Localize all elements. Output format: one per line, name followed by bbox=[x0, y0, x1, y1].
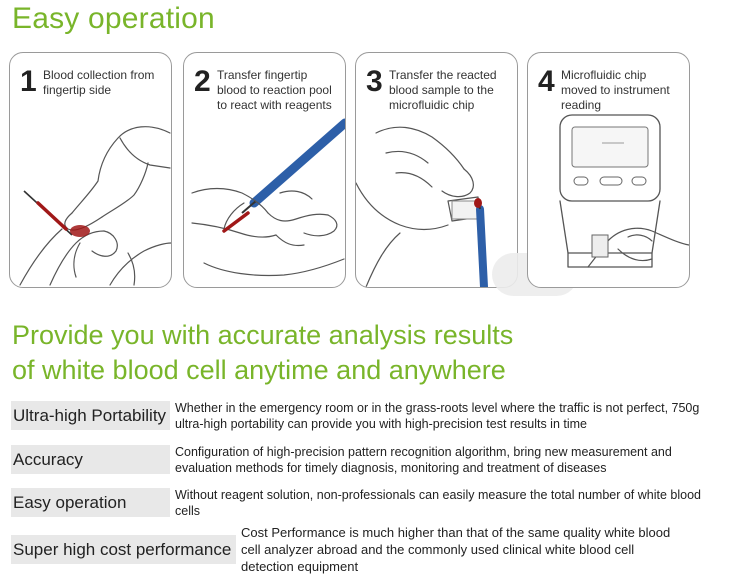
feature-label-easy-operation: Easy operation bbox=[11, 488, 170, 517]
step-description: Blood collection from fingertip side bbox=[43, 68, 155, 97]
headline: Provide you with accurate analysis resul… bbox=[12, 318, 513, 388]
step-card-3: 3 Transfer the reacted blood sample to t… bbox=[355, 52, 518, 288]
chip-loading-illustration bbox=[356, 126, 488, 287]
feature-label-cost-performance: Super high cost performance bbox=[11, 535, 236, 564]
feature-description-accuracy: Configuration of high-precision pattern … bbox=[175, 445, 672, 475]
feature-description-portability: Whether in the emergency room or in the … bbox=[175, 401, 700, 431]
step-number: 2 bbox=[194, 65, 211, 98]
feature-label-portability: Ultra-high Portability bbox=[11, 401, 170, 430]
step-description: Microfluidic chip moved to instrument re… bbox=[561, 68, 670, 112]
step-card-4: 4 Microfluidic chip moved to instrument … bbox=[527, 52, 690, 288]
step-description: Transfer fingertip blood to reaction poo… bbox=[217, 68, 332, 112]
step-card-2: 2 Transfer fingertip blood to reaction p… bbox=[183, 52, 346, 288]
headline-line-2: of white blood cell anytime and anywhere bbox=[12, 355, 506, 385]
feature-description-cost-performance: Cost Performance is much higher than tha… bbox=[241, 525, 671, 574]
instrument-reading-illustration bbox=[559, 114, 689, 268]
hand-lancet-illustration bbox=[19, 126, 171, 286]
step-number: 1 bbox=[20, 65, 37, 98]
step-description: Transfer the reacted blood sample to the… bbox=[389, 68, 497, 112]
step-card-1: 1 Blood collection from fingertip side bbox=[9, 52, 172, 288]
feature-label-accuracy: Accuracy bbox=[11, 445, 170, 474]
pipette-transfer-illustration bbox=[191, 118, 345, 277]
headline-line-1: Provide you with accurate analysis resul… bbox=[12, 320, 514, 350]
feature-description-easy-operation: Without reagent solution, non-profession… bbox=[175, 488, 701, 518]
section-title-easy-operation: Easy operation bbox=[12, 2, 215, 35]
step-number: 3 bbox=[366, 65, 383, 98]
step-number: 4 bbox=[538, 65, 555, 98]
